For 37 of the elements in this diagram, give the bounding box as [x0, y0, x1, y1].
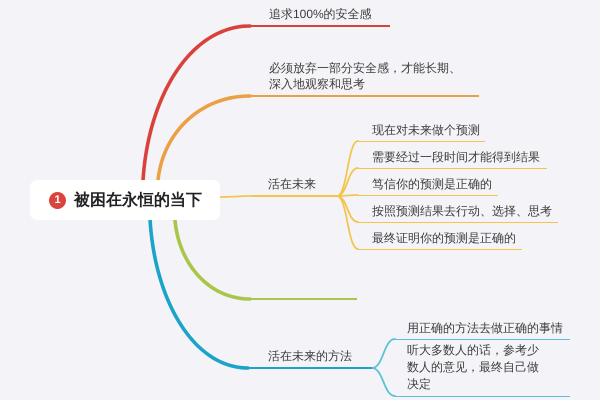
branch-line: [336, 195, 359, 223]
topic-text: 必须放弃一部分安全感，才能长期、深入地观察和思考: [269, 60, 462, 92]
number-badge: 1: [49, 192, 66, 208]
branch-underline: [250, 298, 357, 300]
branch-line: [371, 367, 396, 397]
branch-topic: [395, 320, 570, 340]
central-topic: [30, 180, 220, 220]
branch-topic: [250, 6, 390, 27]
branch-topic: [250, 60, 479, 97]
branch-line: [219, 195, 253, 198]
branch-topic: [358, 176, 498, 196]
topic-text: 最终证明你的预测是正确的: [372, 230, 517, 246]
branch-topic: [252, 176, 337, 197]
topic-text: 需要经过一段时间才能得到结果: [372, 149, 541, 165]
branch-topic: [358, 203, 558, 223]
branch-topic: [358, 149, 547, 169]
branch-line: [141, 24, 252, 182]
topic-text: 活在未来: [268, 176, 317, 192]
topic-text: 用正确的方法去做正确的事情: [407, 320, 564, 336]
topic-title: 被困在永恒的当下: [74, 190, 202, 210]
topic-text: 笃信你的预测是正确的: [372, 176, 493, 192]
branch-line: [336, 140, 359, 197]
branch-line: [148, 218, 250, 370]
branch-topic: [248, 348, 372, 369]
topic-text: 现在对未来做个预测: [372, 122, 481, 138]
topic-text: 按照预测结果去行动、选择、思考: [372, 203, 553, 219]
branch-line: [336, 195, 359, 250]
topic-text: 追求100%的安全感: [269, 6, 373, 22]
branch-line: [173, 218, 252, 301]
branch-topic: [358, 122, 485, 142]
topic-text: 活在未来的方法: [268, 348, 353, 364]
branch-topic: [395, 342, 570, 397]
branch-topic: [358, 230, 522, 250]
branch-line: [336, 167, 359, 197]
branch-line: [371, 338, 396, 369]
topic-text: 听大多数人的话，参考少数人的意见，最终自己做决定: [407, 342, 540, 393]
branch-line: [156, 94, 252, 182]
